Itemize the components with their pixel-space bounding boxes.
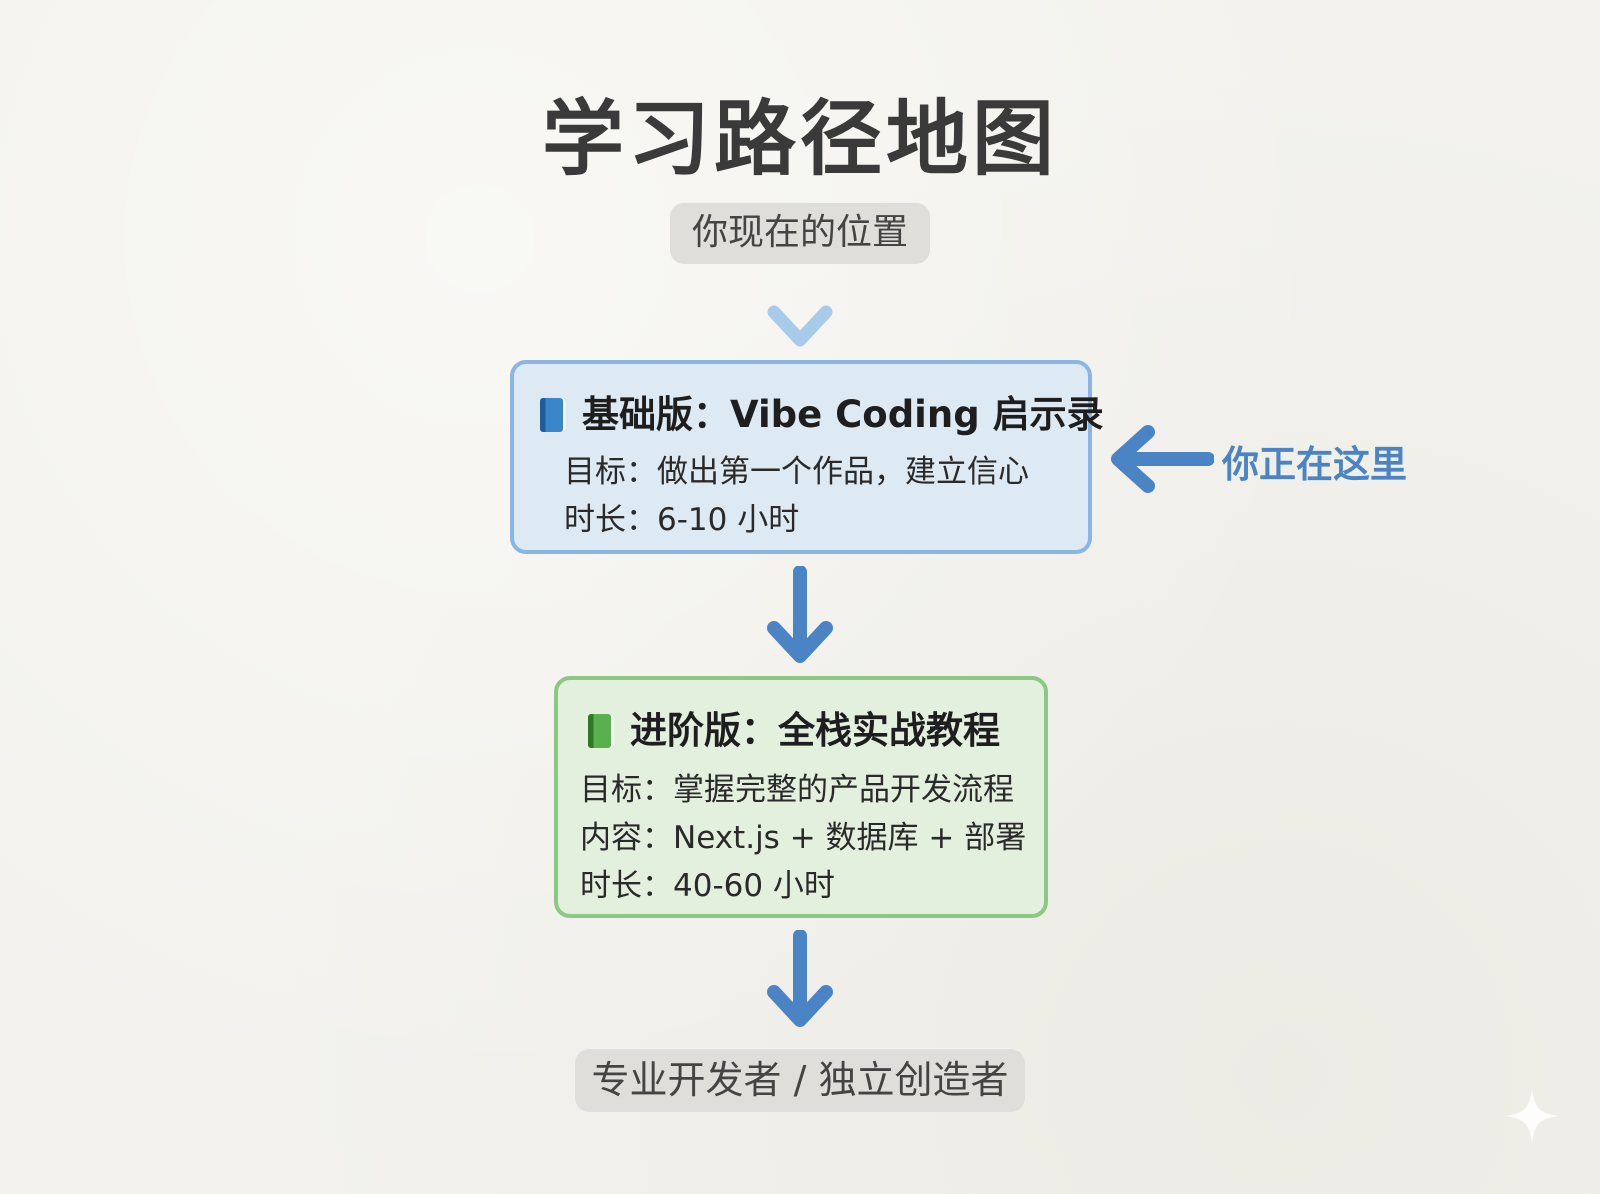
advanced-duration: 时长：40-60 小时	[580, 868, 835, 904]
you-are-here-arrow-icon	[1111, 425, 1214, 493]
blue-book-icon	[540, 398, 566, 432]
end-node: 专业开发者 / 独立创造者	[575, 1048, 1025, 1112]
arrow-start-to-basic	[767, 264, 833, 347]
advanced-card-title: 进阶版：全栈实战教程	[588, 700, 1000, 754]
basic-card: 基础版：Vibe Coding 启示录 目标：做出第一个作品，建立信心 时长：6…	[510, 360, 1104, 554]
you-are-here-label: 你正在这里	[1222, 443, 1407, 486]
advanced-card: 进阶版：全栈实战教程 目标：掌握完整的产品开发流程 内容：Next.js + 数…	[554, 676, 1048, 918]
arrow-advanced-to-end	[767, 930, 833, 1027]
green-book-icon	[588, 714, 614, 748]
start-node: 你现在的位置	[670, 202, 930, 264]
page-title: 学习路径地图	[541, 92, 1058, 187]
advanced-title-text: 进阶版：全栈实战教程	[630, 709, 1000, 752]
basic-duration: 时长：6-10 小时	[564, 502, 800, 538]
basic-title-text: 基础版：Vibe Coding 启示录	[582, 393, 1104, 436]
basic-goal: 目标：做出第一个作品，建立信心	[564, 454, 1029, 490]
arrow-basic-to-advanced	[767, 566, 833, 663]
advanced-content: 内容：Next.js + 数据库 + 部署	[580, 820, 1027, 856]
advanced-goal: 目标：掌握完整的产品开发流程	[580, 772, 1014, 808]
basic-card-title: 基础版：Vibe Coding 启示录	[540, 384, 1104, 438]
sparkle-icon	[1504, 1088, 1560, 1144]
